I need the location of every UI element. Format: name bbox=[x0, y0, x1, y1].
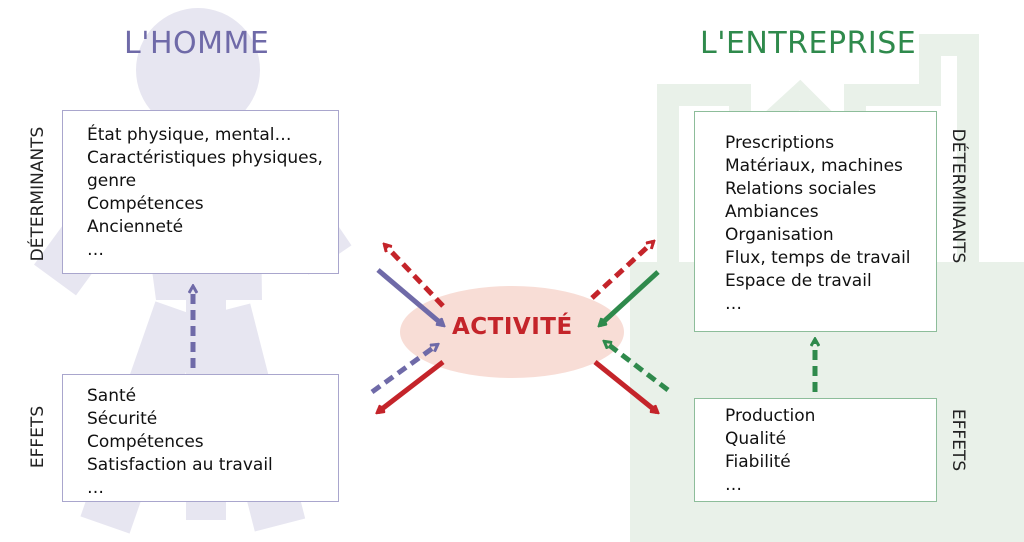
arrow-activity-to-company-effects bbox=[593, 360, 657, 412]
arrow-person-effects-to-activity bbox=[370, 345, 437, 395]
list-item: Sécurité bbox=[87, 409, 158, 429]
list-item: Organisation bbox=[725, 225, 834, 245]
arrow-activity-to-person-effects bbox=[378, 360, 445, 412]
list-item: Matériaux, machines bbox=[725, 156, 903, 176]
list-item: genre bbox=[87, 171, 137, 191]
list-item: … bbox=[87, 478, 104, 498]
list-item: Compétences bbox=[87, 432, 204, 452]
list-item: Relations sociales bbox=[725, 179, 877, 199]
list-item: Caractéristiques physiques, bbox=[87, 148, 323, 168]
list-item: … bbox=[87, 240, 104, 260]
arrow-company-to-activity bbox=[600, 270, 660, 325]
list-item: Flux, temps de travail bbox=[725, 248, 911, 268]
list-item: État physique, mental… bbox=[87, 125, 292, 145]
company-determinants-box: Prescriptions Matériaux, machines Relati… bbox=[694, 111, 937, 332]
arrow-company-effects-to-activity bbox=[605, 342, 670, 392]
list-item: Qualité bbox=[725, 429, 787, 449]
list-item: Fiabilité bbox=[725, 452, 791, 472]
person-effects-box: Santé Sécurité Compétences Satisfaction … bbox=[62, 374, 339, 502]
person-determinants-box: État physique, mental… Caractéristiques … bbox=[62, 110, 339, 274]
list-item: Satisfaction au travail bbox=[87, 455, 273, 475]
arrow-person-to-activity bbox=[376, 268, 443, 325]
left-determinants-label: DÉTERMINANTS bbox=[28, 126, 48, 262]
right-effects-label: EFFETS bbox=[948, 408, 968, 472]
list-item: … bbox=[725, 475, 742, 495]
list-item: Santé bbox=[87, 386, 137, 406]
list-item: Ancienneté bbox=[87, 217, 184, 237]
list-item: Ambiances bbox=[725, 202, 819, 222]
list-item: Espace de travail bbox=[725, 271, 872, 291]
activity-ellipse bbox=[400, 286, 624, 378]
right-title: L'ENTREPRISE bbox=[700, 26, 917, 61]
list-item: Production bbox=[725, 406, 816, 426]
left-effects-label: EFFETS bbox=[28, 405, 48, 469]
activity-label: ACTIVITÉ bbox=[452, 314, 573, 340]
left-title: L'HOMME bbox=[124, 26, 270, 61]
right-determinants-label: DÉTERMINANTS bbox=[948, 128, 968, 264]
company-effects-box: Production Qualité Fiabilité … bbox=[694, 398, 937, 502]
arrow-activity-to-company-determinants bbox=[590, 242, 653, 300]
list-item: Prescriptions bbox=[725, 133, 835, 153]
list-item: Compétences bbox=[87, 194, 204, 214]
list-item: … bbox=[725, 294, 742, 314]
arrow-activity-to-person-determinants bbox=[385, 245, 445, 308]
